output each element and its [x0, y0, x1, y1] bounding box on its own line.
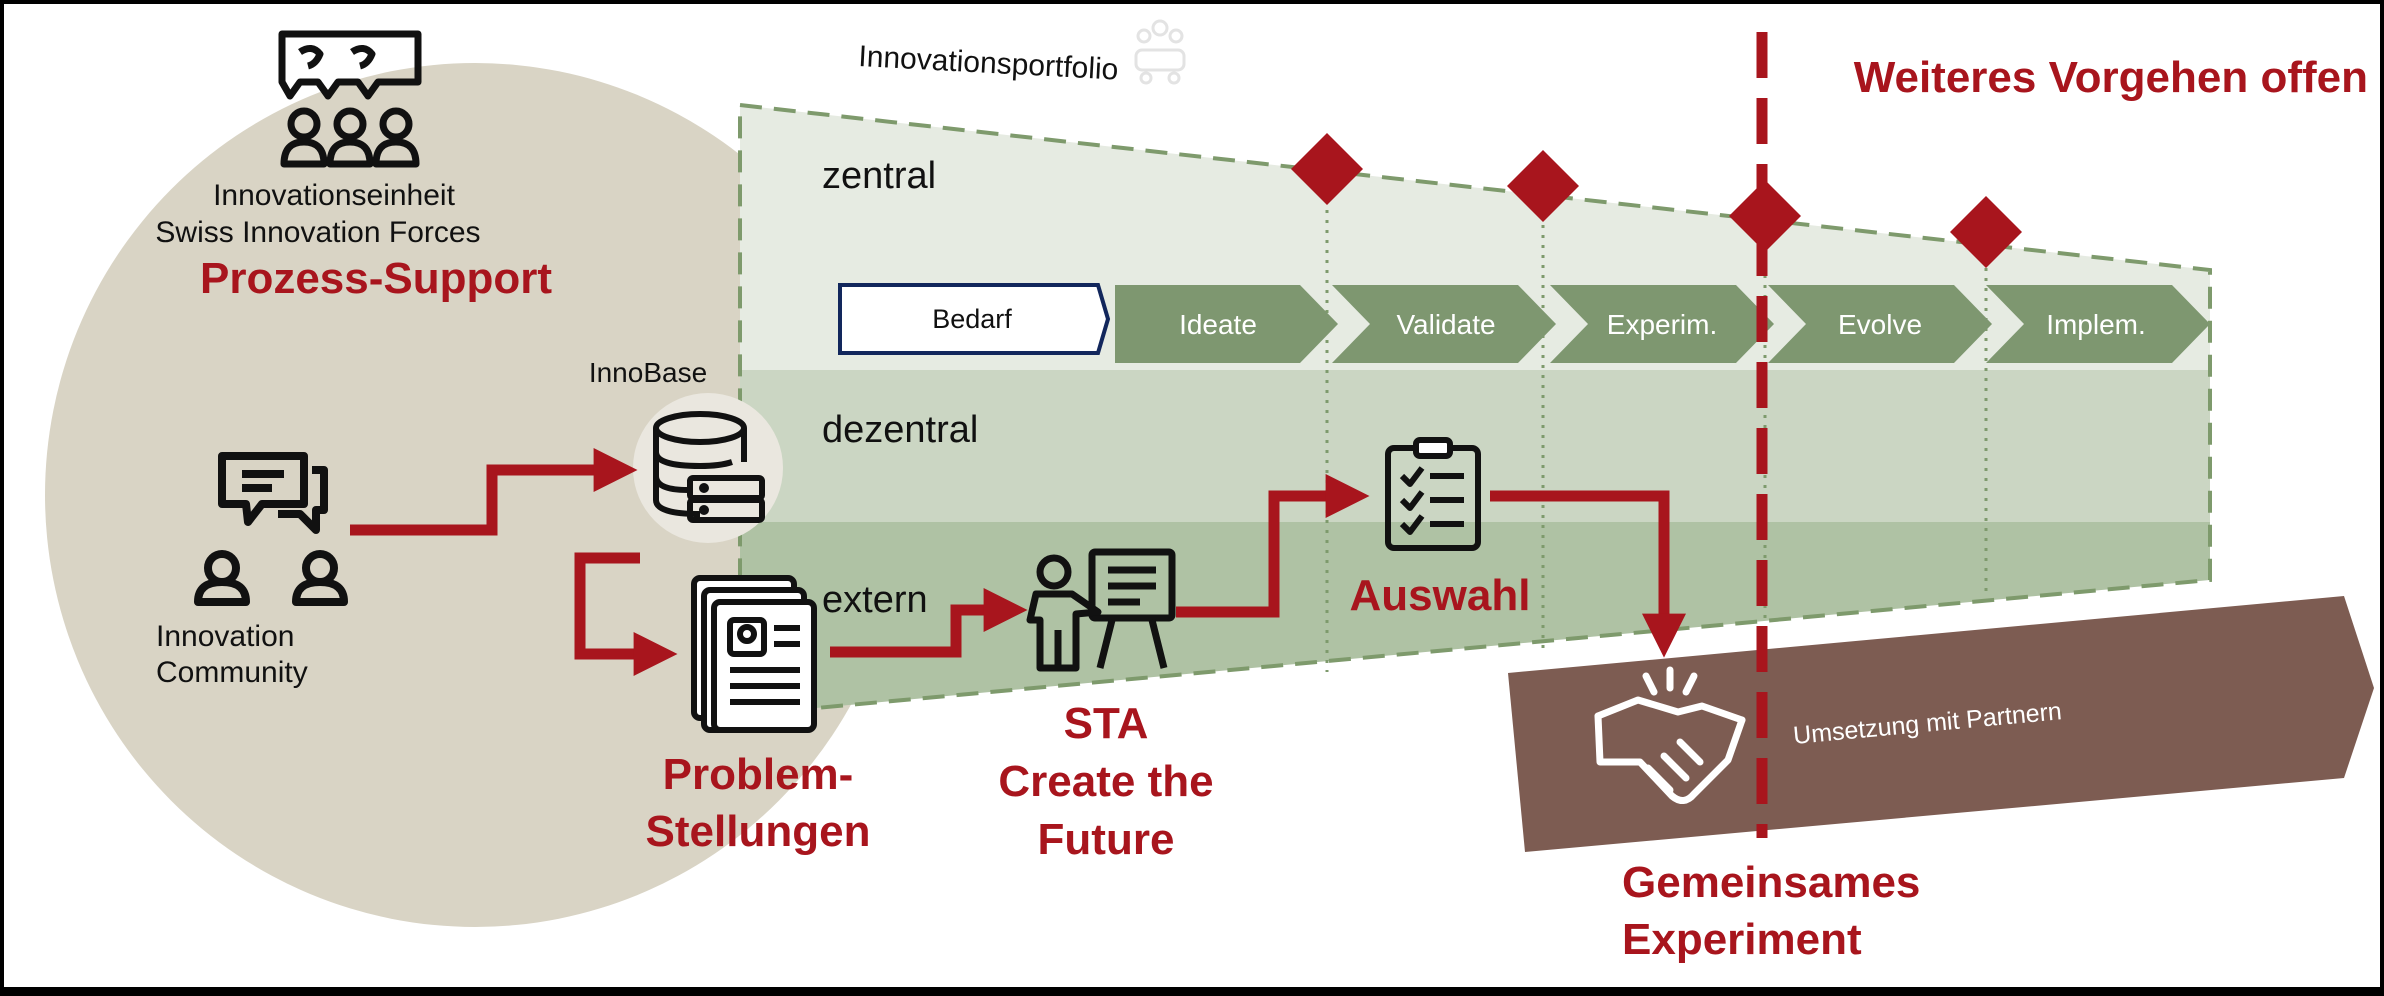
arrow-problem-to-sta	[830, 588, 1028, 658]
phase-bedarf-label: Bedarf	[932, 304, 1012, 334]
community-line1: Innovation	[156, 620, 294, 653]
diamond-milestone-icon	[1950, 196, 2022, 268]
arrow-sta-to-auswahl	[1176, 474, 1370, 618]
team-speech-bubbles-icon	[278, 30, 422, 168]
experiment-line2: Experiment	[1622, 915, 1862, 964]
level-label-dezentral: dezentral	[822, 409, 978, 451]
level-label-extern: extern	[822, 579, 928, 621]
chat-people-icon	[194, 452, 348, 606]
auswahl-label: Auswahl	[1350, 571, 1531, 620]
milestones	[1291, 133, 2022, 268]
phase-ideate-label: Ideate	[1179, 309, 1257, 340]
sta-line1: STA	[1064, 699, 1149, 748]
arrow-auswahl-to-partner	[1490, 490, 1686, 658]
sta-line3: Future	[1038, 815, 1175, 864]
phase-bedarf	[838, 283, 1111, 355]
diamond-milestone-icon	[1729, 180, 1801, 252]
gate-lines	[1325, 200, 1988, 672]
problem-line1: Problem-	[663, 750, 854, 799]
community-line2: Community	[156, 656, 308, 689]
diamond-milestone-icon	[1507, 150, 1579, 222]
sta-line2: Create the	[998, 757, 1213, 806]
problem-line2: Stellungen	[646, 807, 871, 856]
phase-implem	[1986, 285, 2210, 363]
phase-validate-label: Validate	[1396, 309, 1495, 340]
phase-row: Bedarf Ideate Validate Experim. Evolve I…	[838, 283, 2210, 363]
phase-evolve-label: Evolve	[1838, 309, 1922, 340]
phase-experim-label: Experim.	[1607, 309, 1717, 340]
presenter-board-icon	[1026, 548, 1176, 672]
experiment-line1: Gemeinsames	[1622, 858, 1920, 907]
documents-icon	[691, 575, 817, 733]
support-unit-line1: Innovationseinheit	[213, 179, 456, 212]
innobase-label: InnoBase	[589, 357, 707, 388]
phase-validate	[1332, 285, 1556, 363]
open-label: Weiteres Vorgehen offen	[1854, 53, 2368, 102]
phase-implem-label: Implem.	[2046, 309, 2146, 340]
flow-arrows	[350, 448, 1686, 676]
handshake-icon	[1594, 666, 1746, 804]
arrow-innobase-to-problem	[574, 552, 678, 676]
partner-bar	[1508, 596, 2374, 852]
phase-ideate	[1115, 285, 1338, 363]
level-label-zentral: zentral	[822, 155, 936, 197]
phase-evolve	[1768, 285, 1992, 363]
support-ellipse	[45, 63, 905, 927]
team-meeting-icon	[1134, 19, 1186, 85]
arrow-community-to-innobase	[350, 448, 638, 536]
database-server-icon	[653, 411, 765, 523]
support-title: Prozess-Support	[200, 254, 552, 303]
support-unit-line2: Swiss Innovation Forces	[155, 216, 480, 249]
checklist-clipboard-icon	[1385, 437, 1481, 551]
phase-experim	[1550, 285, 1774, 363]
diamond-milestone-icon	[1291, 133, 1363, 205]
